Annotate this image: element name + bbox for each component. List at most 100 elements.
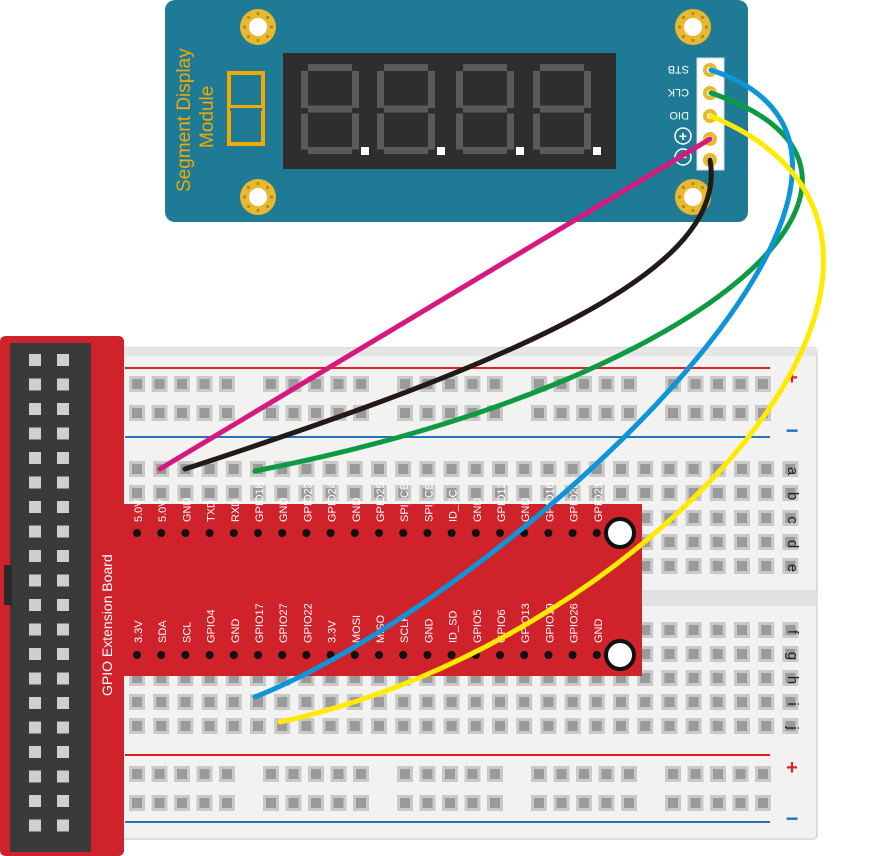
breadboard-hole-inner: [495, 464, 505, 474]
breadboard-hole-inner: [688, 513, 699, 523]
mount-hole-dot: [246, 15, 251, 20]
gpio-pin-top: [447, 529, 456, 537]
breadboard-hole-inner: [785, 721, 796, 731]
breadboard-hole-inner: [761, 625, 772, 635]
gpio-pin-label-top: ID_SC: [448, 490, 460, 522]
breadboard-hole-inner: [556, 408, 567, 418]
breadboard-hole-inner: [534, 798, 544, 808]
breadboard-hole-inner: [301, 673, 312, 683]
gpio-pin-top: [471, 529, 480, 537]
gpio-pin-top: [568, 529, 577, 537]
segment: [463, 147, 507, 154]
gpio-pin-label-top: GPIO21: [593, 482, 605, 522]
row-letter: c: [784, 516, 801, 524]
breadboard-hole-inner: [204, 721, 215, 731]
breadboard-hole-inner: [199, 379, 210, 389]
breadboard-hole-inner: [228, 488, 239, 498]
mount-hole-dot: [700, 15, 705, 20]
breadboard-hole-inner: [301, 721, 312, 731]
minus-symbol-icon: [674, 148, 692, 166]
seven-segment-digit: [377, 64, 445, 155]
breadboard-hole-inner: [591, 673, 602, 683]
mount-hole-dot: [265, 204, 270, 209]
breadboard-hole-inner: [333, 769, 344, 779]
breadboard-hole-inner: [761, 464, 772, 474]
breadboard-hole-inner: [288, 379, 299, 389]
gpio-pin-label-bottom: GPIO27: [278, 603, 290, 643]
gpio-pin-bottom: [568, 651, 577, 659]
mount-hole-dot: [269, 195, 274, 199]
breadboard-hole-inner: [467, 379, 478, 389]
header-pin: [57, 476, 69, 489]
breadboard-hole-inner: [490, 769, 500, 779]
header-pin: [29, 378, 41, 391]
breadboard-hole-inner: [277, 488, 288, 498]
breadboard-hole-inner: [422, 673, 433, 683]
breadboard-hole-inner: [785, 649, 796, 659]
mount-hole-dot: [265, 185, 270, 190]
breadboard-hole-inner: [288, 408, 299, 418]
mount-hole-dot: [246, 34, 251, 39]
breadboard-hole-inner: [132, 464, 142, 474]
row-letter: a: [784, 467, 801, 476]
breadboard-hole-inner: [668, 408, 678, 418]
breadboard-hole-inner: [222, 408, 232, 418]
gpio-pin-top: [592, 529, 601, 537]
gpio-pin-top: [278, 529, 287, 537]
breadboard-hole-inner: [785, 697, 796, 707]
breadboard-hole-inner: [154, 798, 165, 808]
gpio-pin-label-bottom: GND: [593, 619, 605, 644]
gpio-pin-top: [350, 529, 359, 537]
breadboard-edge-top: [112, 348, 817, 356]
breadboard-hole-inner: [422, 721, 433, 731]
breadboard-hole-inner: [333, 379, 344, 389]
gpio-pin-label-bottom: SCL: [181, 622, 193, 643]
header-pin: [57, 427, 69, 440]
breadboard-hole-inner: [154, 769, 165, 779]
breadboard-hole-inner: [737, 697, 747, 707]
breadboard-hole-inner: [156, 488, 167, 498]
breadboard-hole-inner: [712, 561, 723, 571]
breadboard-hole-inner: [712, 625, 723, 635]
breadboard-hole-inner: [446, 697, 457, 707]
decimal-point: [593, 147, 601, 155]
breadboard-hole-inner: [156, 721, 167, 731]
header-pin: [57, 795, 69, 807]
gpio-pin-bottom: [592, 651, 601, 659]
breadboard-hole-inner: [277, 697, 288, 707]
mount-hole: [684, 188, 702, 206]
breadboard-hole-inner: [624, 408, 634, 418]
gpio-pin-bottom: [423, 651, 432, 659]
breadboard-hole-inner: [737, 625, 747, 635]
breadboard-hole-inner: [490, 798, 500, 808]
segment: [384, 147, 428, 154]
breadboard-hole-inner: [712, 537, 723, 547]
row-letter: j: [784, 725, 801, 729]
mount-hole-dot: [269, 25, 274, 29]
gpio-pin-bottom: [229, 651, 238, 659]
segment: [540, 64, 584, 71]
decimal-point: [361, 147, 369, 155]
segment: [352, 71, 359, 108]
gpio-pin-bottom: [496, 651, 504, 659]
row-letter: i: [784, 702, 801, 705]
breadboard-hole-inner: [301, 464, 312, 474]
breadboard-hole-inner: [543, 488, 554, 498]
digit-logo-icon: [227, 71, 265, 146]
breadboard-hole-inner: [519, 464, 530, 474]
breadboard-hole-inner: [490, 379, 500, 389]
breadboard-hole-inner: [737, 721, 747, 731]
segment: [456, 113, 463, 150]
breadboard-hole-inner: [579, 769, 589, 779]
breadboard-hole-inner: [204, 673, 215, 683]
gpio-pin-label-bottom: GPIO26: [569, 603, 581, 643]
mount-hole-dot: [256, 38, 260, 43]
breadboard-hole-inner: [664, 464, 675, 474]
breadboard-hole-inner: [400, 408, 410, 418]
breadboard-hole-inner: [534, 769, 544, 779]
breadboard-hole-inner: [277, 721, 288, 731]
breadboard-hole-inner: [132, 379, 142, 389]
breadboard-hole-inner: [132, 488, 142, 498]
breadboard-hole-inner: [333, 798, 344, 808]
